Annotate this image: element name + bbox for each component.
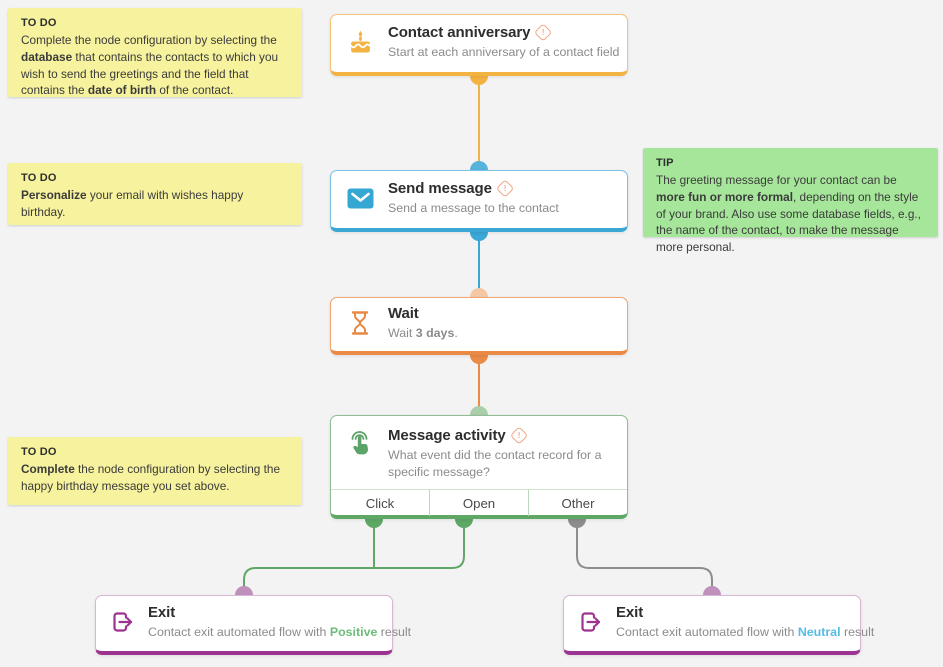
note-body: Complete the node configuration by selec… [21,33,279,98]
warning-icon: ! [509,426,528,445]
edge-other-to-exit-neutral [576,519,713,595]
exit-icon [110,609,136,635]
node-subtitle: Contact exit automated flow with Neutral… [616,625,875,639]
envelope-icon [345,188,375,209]
node-title: Contact anniversary [388,24,531,41]
node-message-activity[interactable]: Message activity ! What event did the co… [330,415,628,519]
sticky-note-todo-personalize[interactable]: TO DO Personalize your email with wishes… [8,163,302,225]
sticky-note-tip-greeting[interactable]: TIP The greeting message for your contac… [643,148,938,254]
node-subtitle: Start at each anniversary of a contact f… [388,45,620,59]
branch-row: Click Open Other [331,489,627,517]
note-label: TO DO [21,172,57,184]
hourglass-icon [345,310,375,336]
edge-open-to-exit-positive [243,519,465,595]
node-subtitle: What event did the contact record for a … [388,448,602,479]
node-subtitle: Contact exit automated flow with Positiv… [148,625,412,639]
node-title: Send message [388,180,492,197]
node-title: Exit [616,604,644,621]
cake-icon [345,30,375,55]
branch-other[interactable]: Other [528,490,627,517]
note-body: The greeting message for your contact ca… [656,173,921,254]
node-exit-neutral[interactable]: Exit Contact exit automated flow with Ne… [563,595,875,655]
sticky-note-todo-birthday-message[interactable]: TO DO Complete the node configuration by… [8,437,302,505]
warning-icon: ! [495,179,515,198]
note-body: Complete the node configuration by selec… [21,462,281,493]
note-label: TO DO [21,446,57,458]
node-title: Exit [148,604,176,621]
exit-icon [578,609,604,635]
sticky-note-todo-anniversary[interactable]: TO DO Complete the node configuration by… [8,8,302,97]
node-subtitle: Send a message to the contact [388,201,559,215]
node-send-message[interactable]: Send message ! Send a message to the con… [330,170,628,232]
warning-icon: ! [534,23,553,42]
note-label: TIP [656,157,674,169]
branch-click[interactable]: Click [365,495,395,511]
node-subtitle: Wait 3 days. [388,326,458,340]
node-title: Message activity [388,427,506,444]
node-title: Wait [388,305,419,322]
note-label: TO DO [21,17,57,29]
tap-icon [345,429,375,456]
branch-open[interactable]: Open [429,490,528,517]
node-exit-positive[interactable]: Exit Contact exit automated flow with Po… [95,595,412,655]
note-body: Personalize your email with wishes happy… [21,188,244,219]
node-wait[interactable]: Wait Wait 3 days. [330,297,628,355]
node-contact-anniversary[interactable]: Contact anniversary ! Start at each anni… [330,14,628,76]
